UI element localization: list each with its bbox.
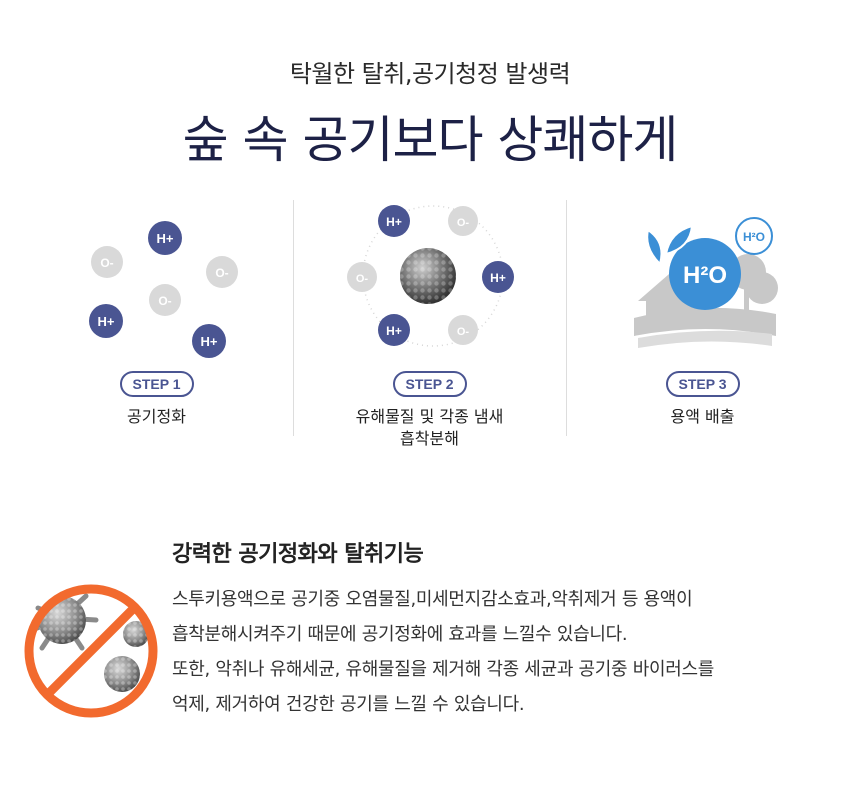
steps-section: H+ O- O- O- H+ H+ STEP 1 [20,196,840,466]
svg-text:O-: O- [215,266,228,280]
h2o-small-icon: H²O [735,217,773,255]
ion-cluster-icon: H+ O- O- O- H+ H+ [89,221,238,358]
divider [566,200,567,436]
svg-text:H+: H+ [490,271,506,285]
ion-h-plus: H+ [482,261,514,293]
step-3: H²O H²O STEP 3 용액 배출 [566,196,839,466]
ban-icon [24,584,158,718]
svg-text:O-: O- [356,273,369,285]
step-badge: STEP 1 [119,371,194,397]
solution-discharge-icon: H²O H²O [634,217,778,348]
ion-h-plus: H+ [192,324,226,358]
svg-text:H+: H+ [386,215,402,229]
subtitle: 탁월한 탈취,공기청정 발생력 [289,60,571,88]
ion-h-plus: H+ [378,205,410,237]
ion-h-plus: H+ [148,221,182,255]
pollutant-absorption-icon: H+ O- O- H+ H+ O- [347,205,514,347]
ion-o-minus: O- [206,256,238,288]
ion-o-minus: O- [347,262,377,292]
h2o-drop-icon: H²O [669,238,741,310]
svg-text:O-: O- [158,294,171,308]
svg-text:H+: H+ [157,231,174,246]
svg-text:H²O: H²O [743,230,765,244]
ion-o-minus: O- [149,284,181,316]
ion-o-minus: O- [91,246,123,278]
feature-line: 또한, 악취나 유해세균, 유해물질을 제거해 각종 세균과 공기중 바이러스를 [172,659,715,680]
step-label: 공기정화 [127,407,186,426]
svg-text:H+: H+ [98,314,115,329]
step-1: H+ O- O- O- H+ H+ STEP 1 [20,196,293,466]
ion-h-plus: H+ [378,314,410,346]
step-label-line: 흡착분해 [400,429,459,448]
step-label-line: 유해물질 및 각종 냄새 [355,407,504,426]
bacteria-icon [104,621,149,692]
page-title: 숲 속 공기보다 상쾌하게 [182,111,679,169]
feature-line: 흡착분해시켜주기 때문에 공기정화에 효과를 느낄수 있습니다. [172,624,628,645]
ion-h-plus: H+ [89,304,123,338]
feature-description: 스투키용액으로 공기중 오염물질,미세먼지감소효과,악취제거 등 용액이 흡착분… [172,582,852,722]
step-label: 용액 배출 [670,407,735,426]
feature-line: 억제, 제거하여 건강한 공기를 느낄 수 있습니다. [172,694,525,715]
svg-text:O-: O- [457,217,470,229]
svg-text:H+: H+ [386,324,402,338]
divider [293,200,294,436]
pollutant-particle-icon [400,248,456,304]
ion-o-minus: O- [448,206,478,236]
svg-text:H+: H+ [201,334,218,349]
virus-icon [29,591,99,651]
step-2: H+ O- O- H+ H+ O- STEP 2 [293,196,566,466]
feature-title: 강력한 공기정화와 탈취기능 [172,542,424,567]
svg-text:O-: O- [100,256,113,270]
ion-o-minus: O- [448,315,478,345]
step-badge: STEP 2 [392,371,467,397]
svg-text:O-: O- [457,326,470,338]
svg-text:H²O: H²O [683,262,727,289]
feature-line: 스투키용액으로 공기중 오염물질,미세먼지감소효과,악취제거 등 용액이 [172,589,693,610]
step-label: 유해물질 및 각종 냄새 흡착분해 [293,406,566,450]
no-virus-icon [24,584,158,718]
leaf-icon [646,224,694,266]
step-badge: STEP 3 [665,371,740,397]
